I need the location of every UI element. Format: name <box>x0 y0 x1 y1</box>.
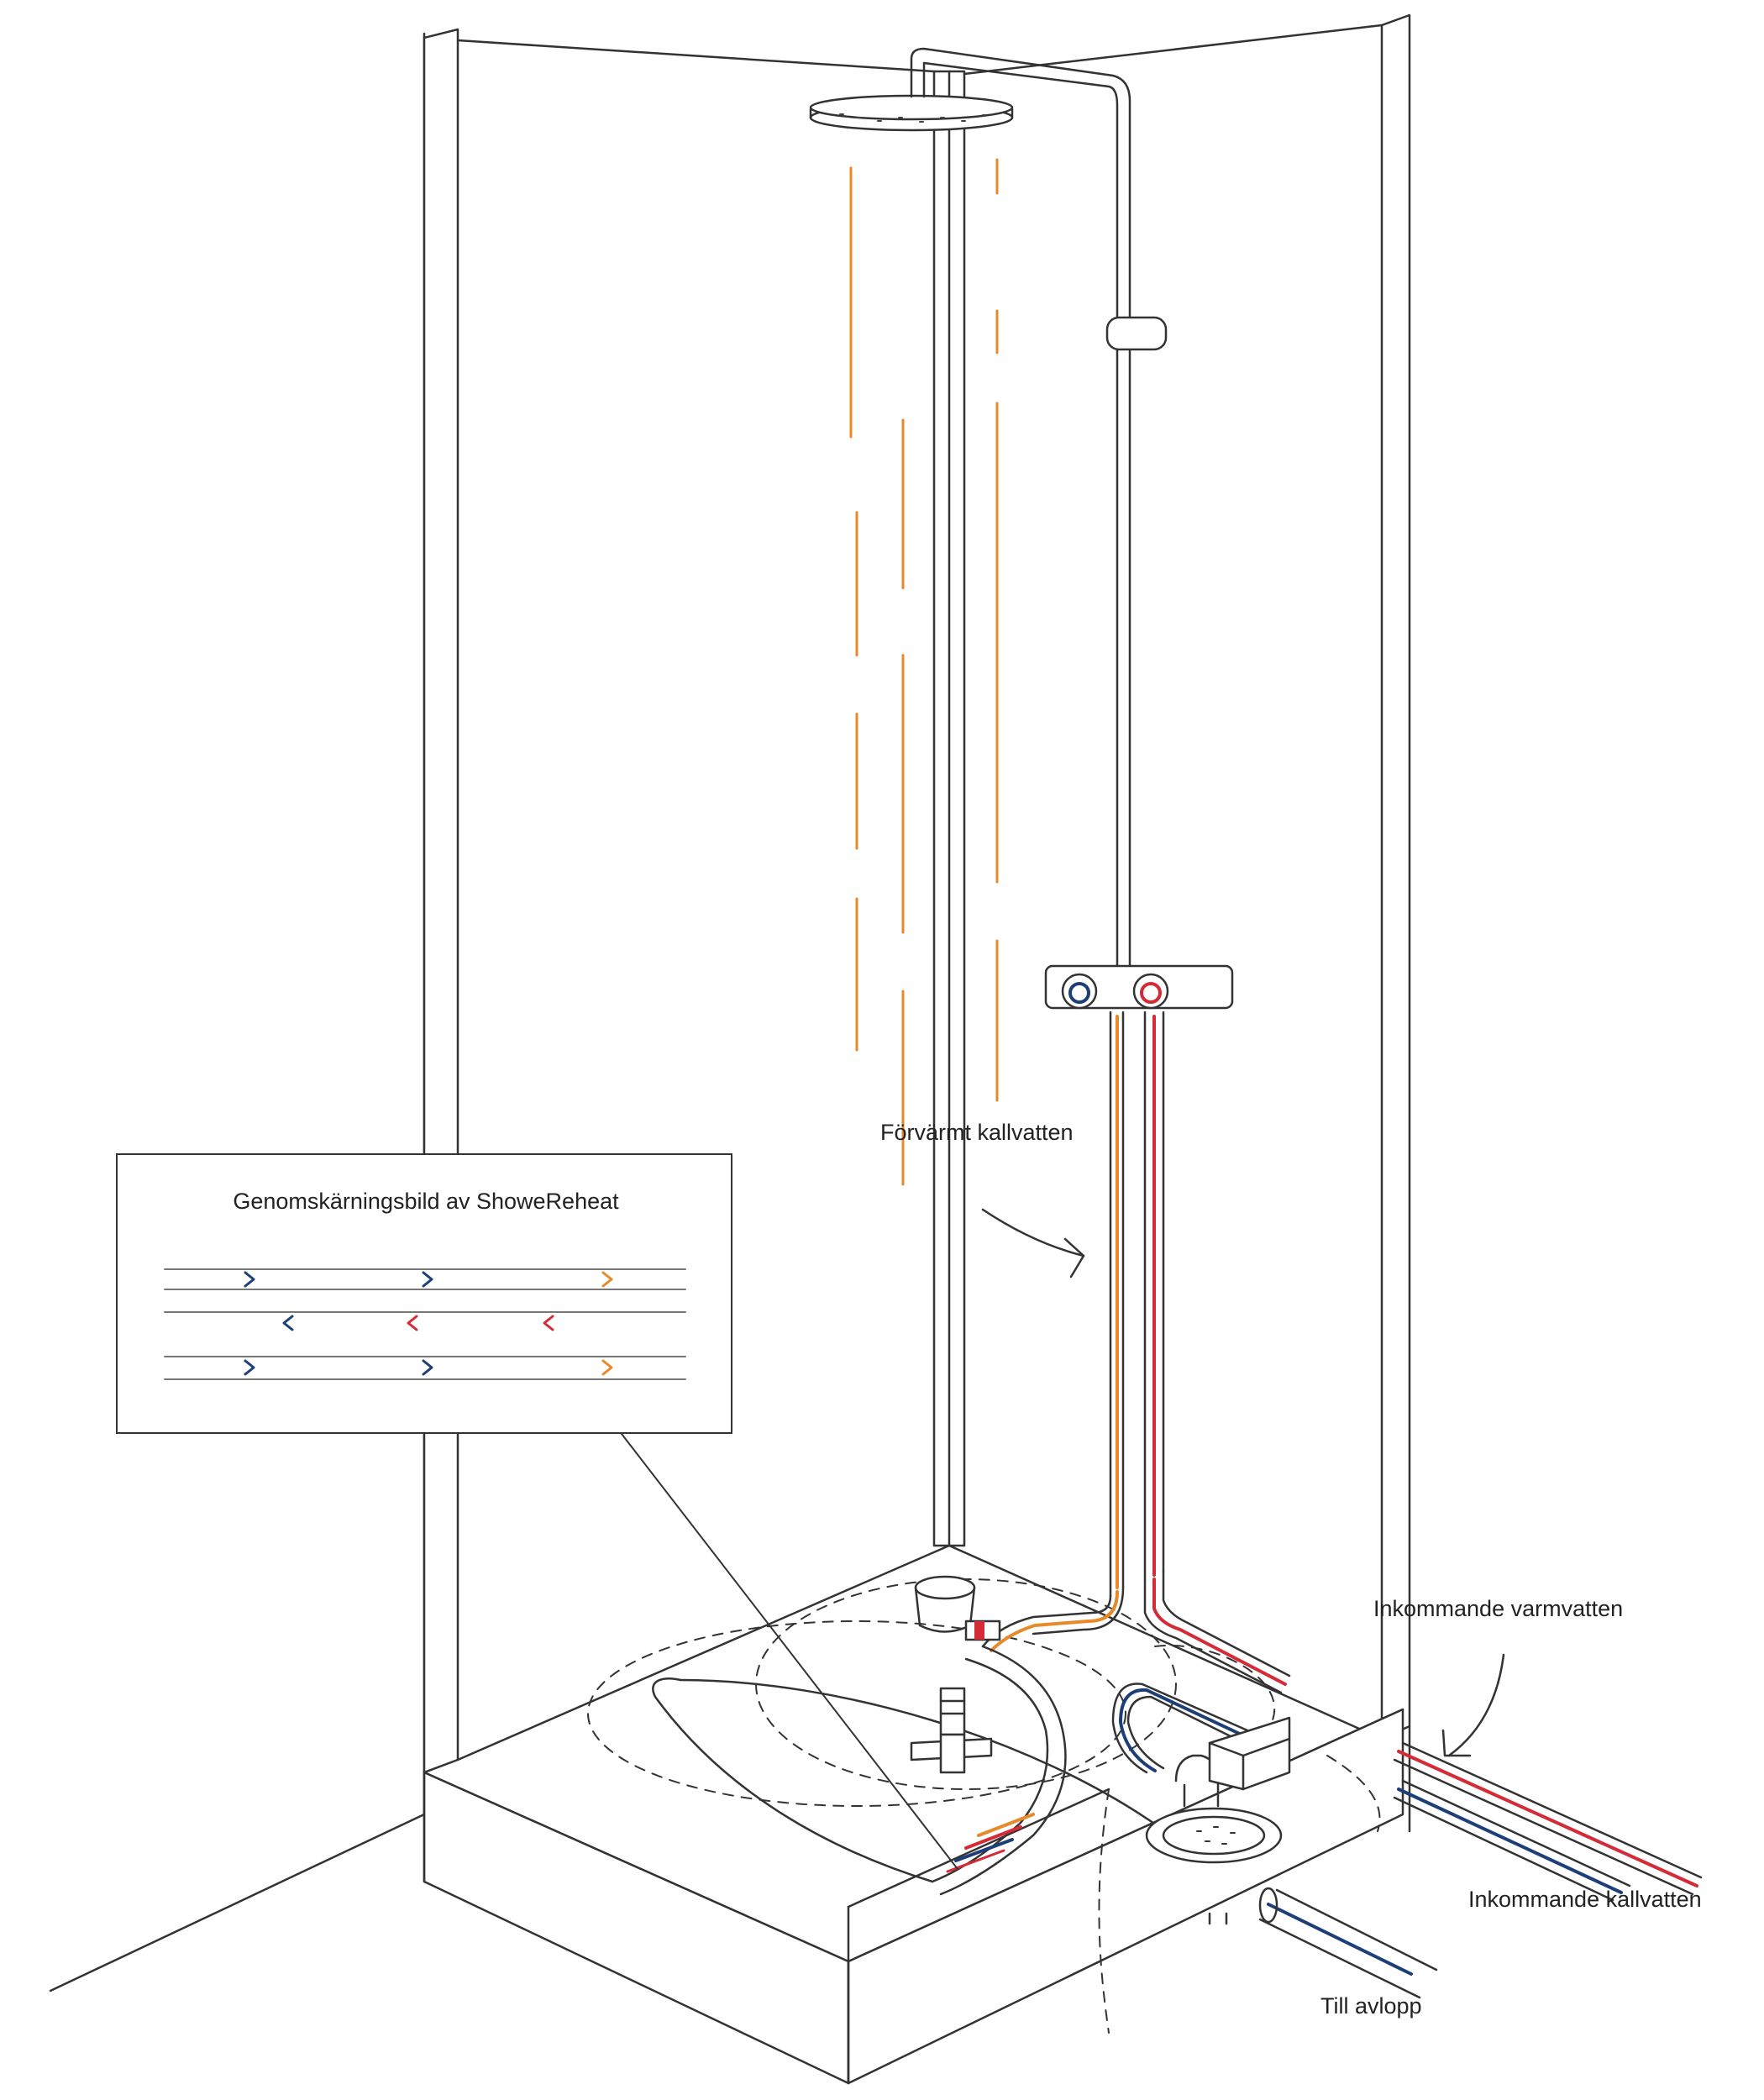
flow-row-middle <box>163 1315 687 1331</box>
cross-section-flow-diagram <box>163 1268 687 1380</box>
hot-label-arrow <box>1441 1653 1505 1757</box>
label-incoming-hot: Inkommande varmvatten <box>1373 1596 1624 1621</box>
incoming-hot-supply <box>1393 1741 1703 1896</box>
inset-callout-line <box>621 1433 958 1870</box>
label-preheated-cold: Förvärmt kallvatten <box>880 1120 1074 1145</box>
heat-exchanger-hose <box>652 1645 1161 1896</box>
preheated-cold-pipe <box>981 1011 1125 1652</box>
falling-water <box>849 158 999 1186</box>
glass-panel-corner <box>932 70 966 1547</box>
preheated-label-arrow <box>981 1208 1085 1278</box>
incoming-cold-loop <box>1111 1683 1249 1774</box>
shower-slider <box>1105 316 1168 351</box>
flow-row-top <box>163 1271 687 1288</box>
label-to-drain: Till avlopp <box>1320 1993 1422 2019</box>
inset-wall-lines <box>164 1268 686 1380</box>
flow-row-bottom <box>163 1359 687 1376</box>
junction-box <box>1208 1716 1291 1791</box>
valve-assembly <box>910 1687 993 1774</box>
label-incoming-cold: Inkommande kallvatten <box>1468 1887 1702 1912</box>
floor-drain <box>1145 1754 1283 1864</box>
tray-drain <box>914 1575 1001 1641</box>
inset-title: Genomskärningsbild av ShoweReheat <box>233 1189 619 1214</box>
cross-section-inset: Genomskärningsbild av ShoweReheat <box>116 1153 732 1434</box>
hot-water-pipe <box>1143 1011 1291 1694</box>
drain-outlet-pipe <box>1208 1887 1438 1999</box>
thermostatic-mixer <box>1044 964 1234 1010</box>
shower-nozzles <box>839 113 987 123</box>
incoming-cold-supply <box>1393 1779 1631 1902</box>
room-outline <box>49 32 426 1992</box>
glass-panel-right <box>963 13 1411 1833</box>
rain-shower-head <box>809 47 1131 976</box>
